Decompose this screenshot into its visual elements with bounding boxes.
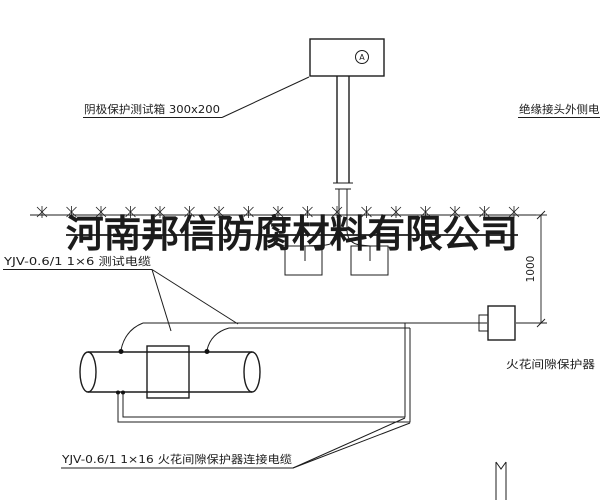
- concrete-block-left: [284, 245, 323, 276]
- pipe-stub-symbol: [495, 461, 507, 500]
- cable-terminal-bottom-left: [116, 390, 120, 395]
- meter-letter: A: [359, 53, 365, 62]
- meter-circle: [355, 50, 369, 64]
- test-cable-runs: [120, 322, 487, 351]
- company-watermark: 河南邦信防腐材料有限公司: [66, 211, 518, 256]
- test-box: [309, 38, 385, 77]
- protector-connection-cable-run: [117, 323, 411, 423]
- label-test-cable: YJV-0.6/1 1×6 测试电缆: [3, 255, 239, 332]
- test-cable-label: YJV-0.6/1 1×6 测试电缆: [3, 255, 151, 268]
- label-test-box: 阴极保护测试箱 300x200: [83, 76, 310, 118]
- ground-hatch: [32, 204, 532, 221]
- protector-cable-label: YJV-0.6/1 1×16 火花间隙保护器连接电缆: [61, 452, 292, 466]
- dimension-text: 1000: [525, 256, 537, 283]
- concrete-block-right: [350, 245, 389, 276]
- insulated-joint-cable-label: 绝缘接头外侧电缆: [519, 102, 600, 116]
- cable-terminal-bottom-right: [121, 390, 125, 395]
- label-insulated-joint-cable: 绝缘接头外侧电缆: [518, 102, 600, 118]
- spark-protector-label: 火花间隙保护器: [506, 357, 595, 371]
- pipe-coupling: [146, 345, 190, 399]
- cable-terminal-left: [118, 349, 124, 354]
- cable-terminal-right: [204, 349, 210, 354]
- label-protector-cable: YJV-0.6/1 1×16 火花间隙保护器连接电缆: [61, 417, 411, 469]
- test-box-label: 阴极保护测试箱 300x200: [84, 102, 220, 116]
- dimension-1000: 1000: [516, 210, 547, 328]
- pipeline: [79, 345, 261, 399]
- spark-gap-protector-box: [487, 305, 516, 341]
- conduit-post: [304, 76, 371, 261]
